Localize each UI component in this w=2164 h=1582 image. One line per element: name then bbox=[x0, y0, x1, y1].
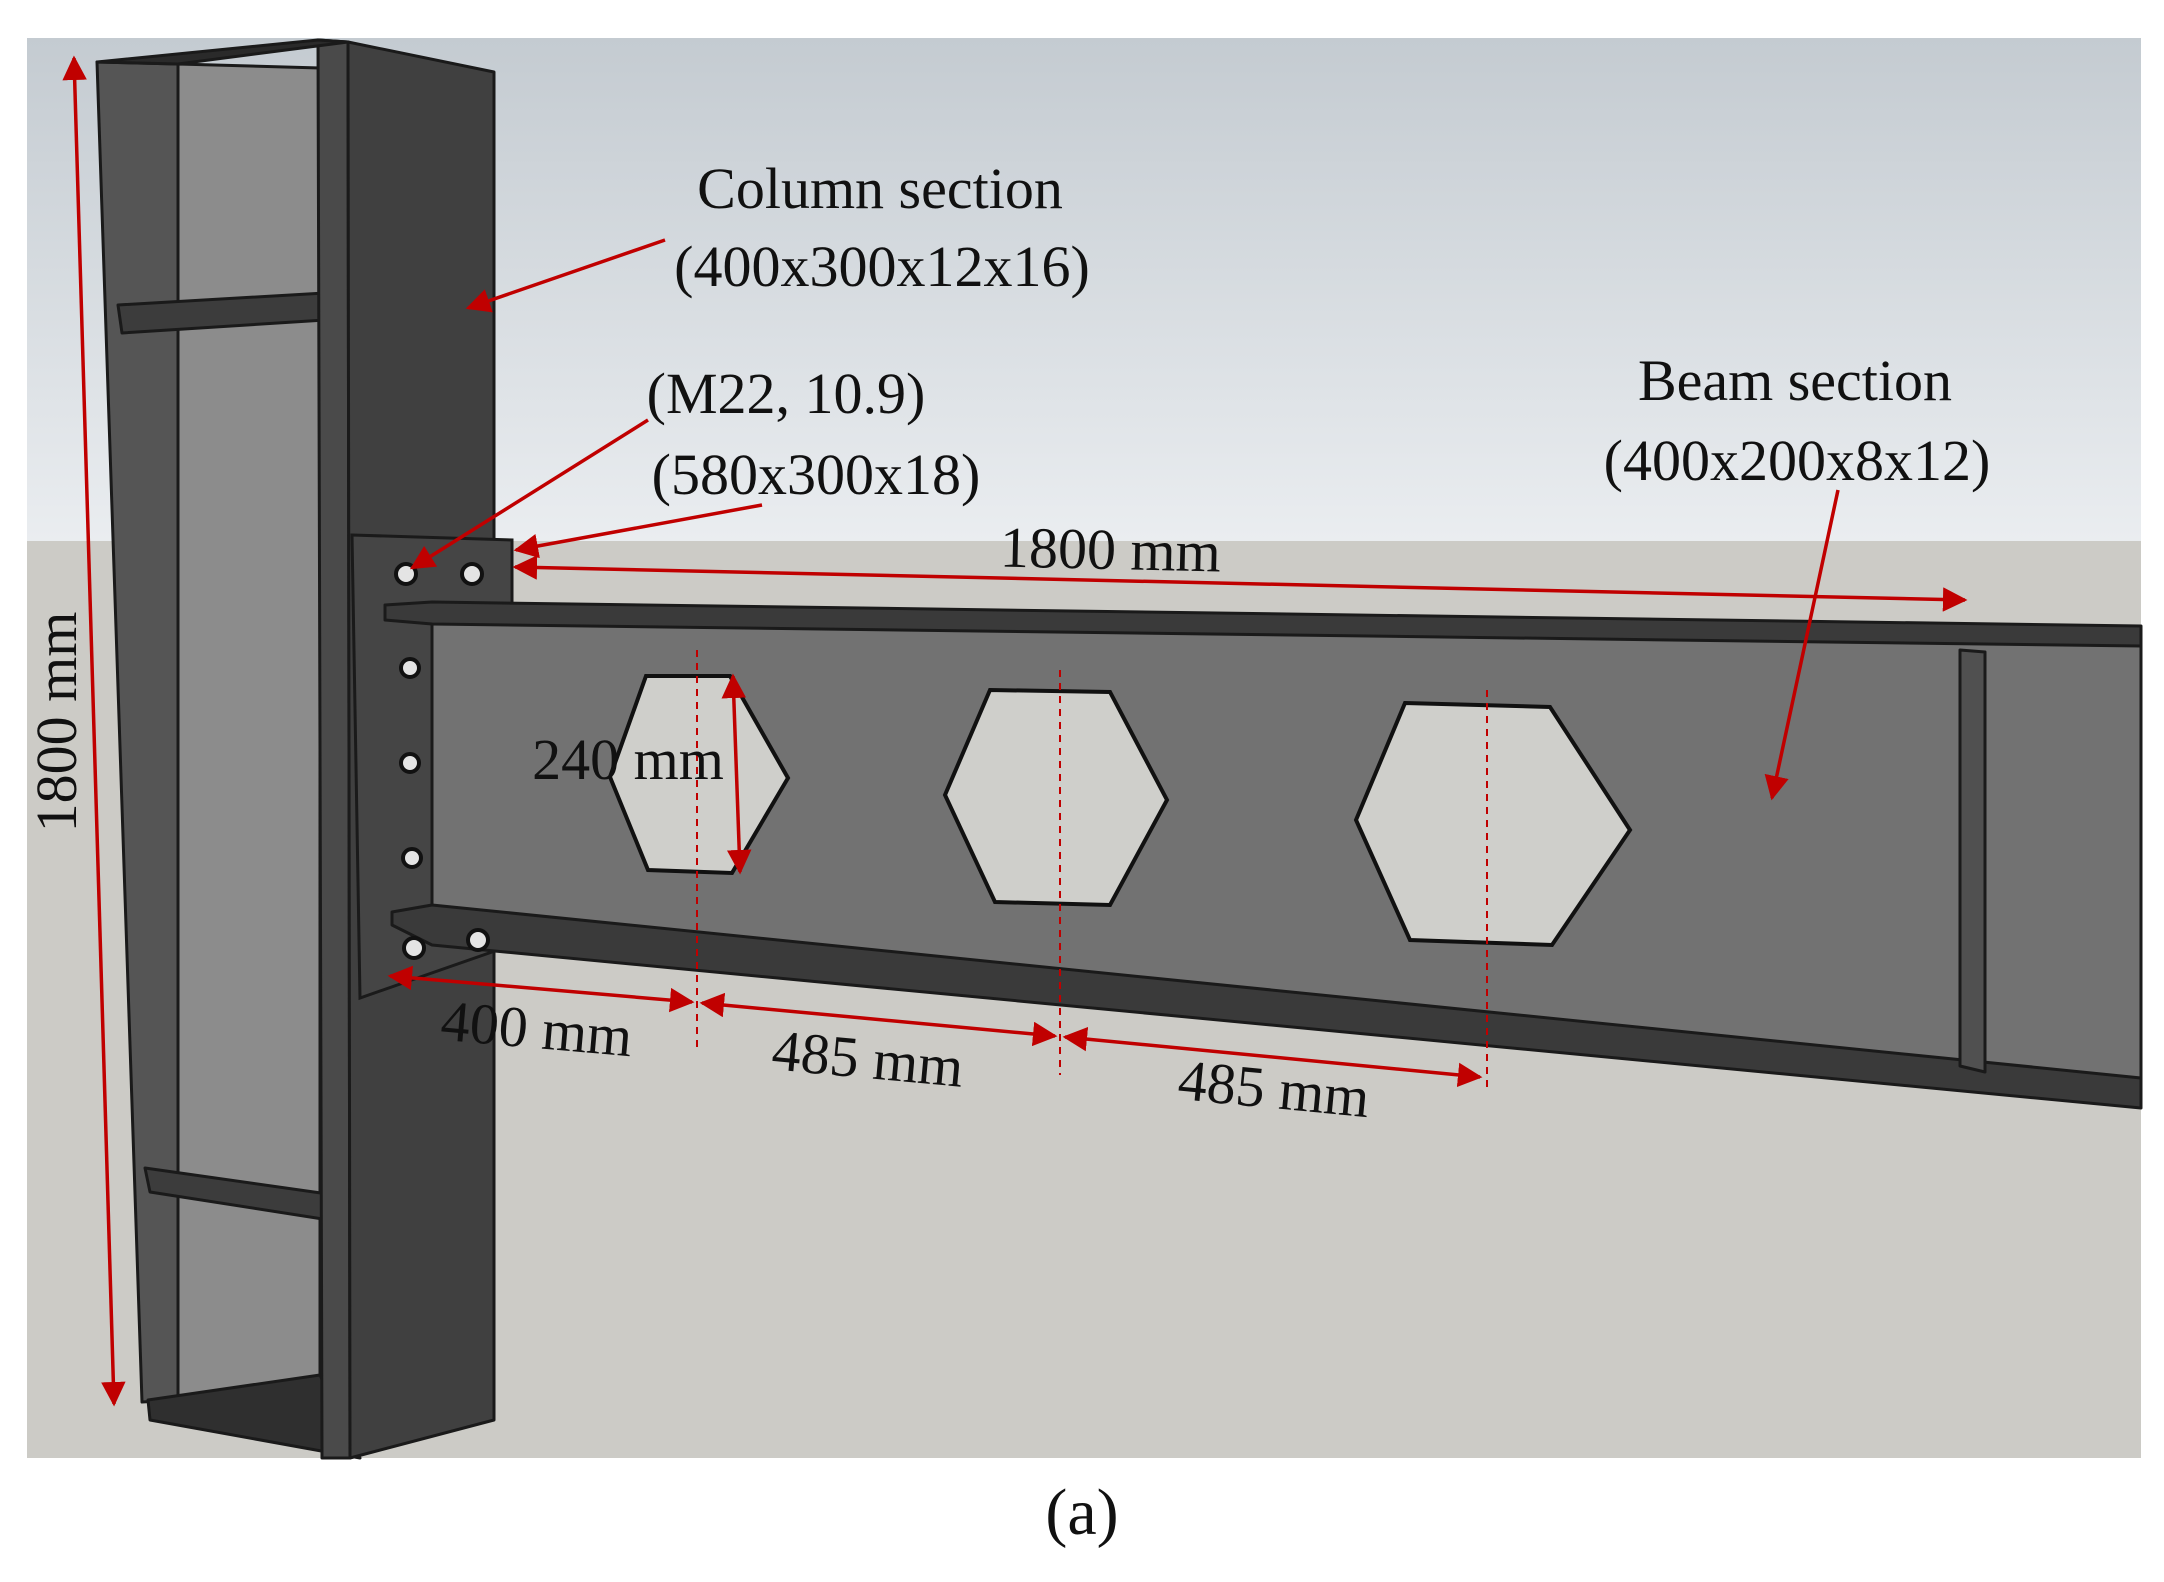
bolt-leader bbox=[409, 418, 649, 570]
beam-length-label: 1800 mm bbox=[999, 515, 1221, 585]
column-height-dimension bbox=[62, 55, 126, 1407]
bolt-spec-label: (M22, 10.9) bbox=[647, 361, 926, 426]
column-dims-label: (400x300x12x16) bbox=[674, 234, 1090, 299]
end-distance-dimension bbox=[387, 965, 695, 1013]
bolt bbox=[460, 562, 484, 586]
bolt bbox=[399, 752, 421, 774]
spacing-2-dimension bbox=[1062, 1026, 1483, 1088]
beam-web-stiffener bbox=[1958, 648, 1987, 1074]
column-front-flange-edge bbox=[316, 38, 352, 1460]
beam bbox=[383, 600, 2143, 1110]
bolt bbox=[401, 847, 423, 869]
column-height-label: 1800 mm bbox=[24, 612, 89, 833]
bolt bbox=[402, 936, 426, 960]
figure-caption: (a) bbox=[1045, 1476, 1119, 1549]
spacing-1-dimension bbox=[699, 992, 1058, 1047]
beam-leader bbox=[1764, 489, 1840, 801]
dimension-arrows bbox=[62, 55, 1968, 1407]
hex-opening-2 bbox=[942, 687, 1170, 908]
bolt bbox=[399, 657, 421, 679]
beam-top-flange bbox=[383, 600, 2143, 648]
bolts bbox=[394, 562, 490, 960]
beam-bottom-flange bbox=[390, 903, 2143, 1110]
column-top-rim bbox=[95, 38, 350, 66]
column bbox=[95, 38, 496, 1460]
opening-centerlines bbox=[696, 650, 1488, 1092]
plate-dims-label: (580x300x18) bbox=[652, 442, 981, 507]
opening-height-label: 240 mm bbox=[532, 727, 724, 792]
opening-height-dimension bbox=[721, 673, 752, 875]
hex-opening-3 bbox=[1353, 700, 1633, 948]
column-leader bbox=[465, 238, 666, 313]
beam-length-dimension bbox=[512, 555, 1968, 612]
column-title-label: Column section bbox=[697, 156, 1063, 221]
plate-leader bbox=[513, 503, 763, 559]
column-web bbox=[176, 62, 322, 1437]
beam-title-label: Beam section bbox=[1638, 348, 1952, 413]
bolt bbox=[466, 928, 490, 952]
beam-dims-label: (400x200x8x12) bbox=[1604, 428, 1991, 493]
